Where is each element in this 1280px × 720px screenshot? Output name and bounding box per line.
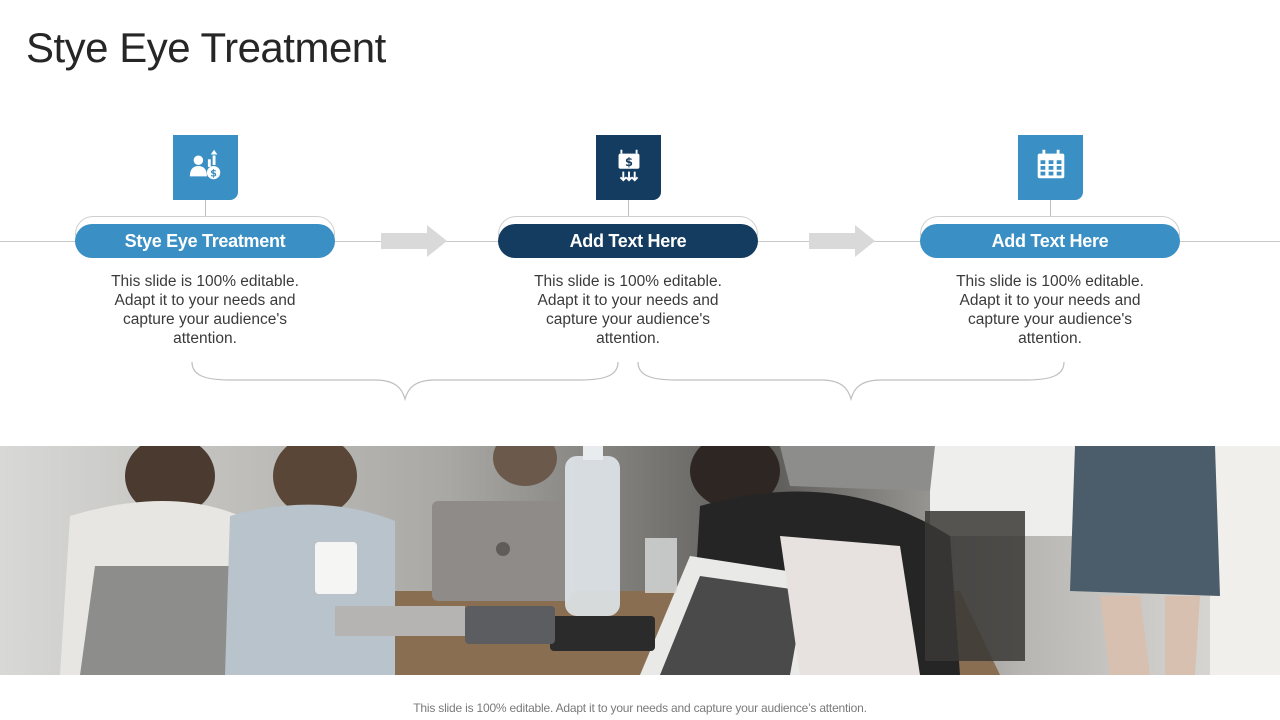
svg-text:$: $ xyxy=(210,168,217,179)
step-3: Add Text Here This slide is 100% editabl… xyxy=(920,135,1180,350)
step-1: $ Stye Eye Treatment This slide is 100% … xyxy=(75,135,335,350)
page-title: Stye Eye Treatment xyxy=(26,24,386,71)
step-2: $ Add Text Here This slide is 100% edita… xyxy=(498,135,758,350)
investor-dollar-icon: $ xyxy=(187,146,225,189)
step-3-description: This slide is 100% editable. Adapt it to… xyxy=(956,273,1144,347)
curly-brace-left xyxy=(191,361,619,402)
step-2-connector xyxy=(628,200,629,216)
step-2-icon-box: $ xyxy=(596,135,661,200)
calendar-icon xyxy=(1032,146,1070,189)
curly-brace-right xyxy=(637,361,1065,402)
step-3-icon-box xyxy=(1018,135,1083,200)
team-meeting-photo xyxy=(0,446,1280,675)
step-3-connector xyxy=(1050,200,1051,216)
footer-note: This slide is 100% editable. Adapt it to… xyxy=(413,701,867,715)
step-1-connector xyxy=(205,200,206,216)
step-1-description: This slide is 100% editable. Adapt it to… xyxy=(111,273,299,347)
arrow-right-icon xyxy=(809,225,875,257)
arrow-right-icon xyxy=(381,225,447,257)
step-3-label: Add Text Here xyxy=(920,224,1180,258)
step-1-icon-box: $ xyxy=(173,135,238,200)
step-2-description: This slide is 100% editable. Adapt it to… xyxy=(534,273,722,347)
step-2-label: Add Text Here xyxy=(498,224,758,258)
step-1-label: Stye Eye Treatment xyxy=(75,224,335,258)
money-transfer-icon: $ xyxy=(610,146,648,189)
svg-text:$: $ xyxy=(625,155,633,169)
